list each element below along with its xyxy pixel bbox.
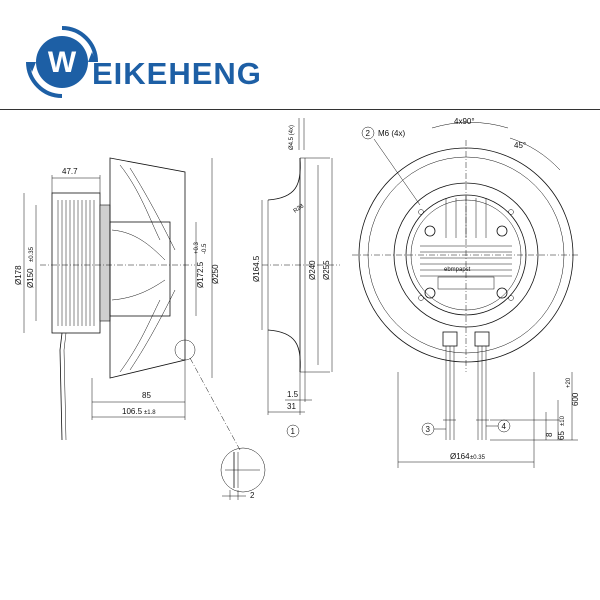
cable-gland-right xyxy=(474,331,490,347)
impeller-blades xyxy=(111,164,176,373)
dim-106-5: 106.5 xyxy=(122,407,143,416)
note-4: 4 xyxy=(502,422,507,431)
note-2-circle xyxy=(361,126,375,140)
dim-250: Ø250 xyxy=(211,264,220,284)
angle-45: 45° xyxy=(514,141,526,150)
dim-1-5: 1.5 xyxy=(287,390,299,399)
logo-letter: W xyxy=(48,46,77,79)
cable-gland-left xyxy=(442,331,458,347)
dim-164-5: Ø164.5 xyxy=(252,255,261,282)
motor-housing xyxy=(51,192,101,334)
motor-fins xyxy=(57,200,95,326)
detail-dim-2: 2 xyxy=(250,491,255,500)
dim-164: Ø164 xyxy=(450,452,470,461)
front-view: ebmpapst 4x90° 45° xyxy=(352,117,580,468)
section-view: Ø4.5 (4x) R28 Ø164.5 Ø240 Ø255 1.5 31 1 xyxy=(252,118,340,438)
dim-47-7: 47.7 xyxy=(62,167,78,176)
dim-172-5: Ø172.5 xyxy=(196,261,205,288)
dim-65: 65 xyxy=(557,431,566,440)
dim-178: Ø178 xyxy=(14,265,23,285)
brand-name: EIKEHENG xyxy=(92,56,262,91)
dim-31: 31 xyxy=(287,402,296,411)
dim-65-tol: ±10 xyxy=(560,415,566,426)
header-rule xyxy=(0,109,600,110)
weikeheng-logo-icon: W xyxy=(26,26,98,98)
note-2: 2 xyxy=(366,129,371,138)
dim-r28: R28 xyxy=(293,203,306,215)
detail-circle xyxy=(220,447,266,493)
brand-label: ebmpapst xyxy=(444,267,471,273)
dim-240: Ø240 xyxy=(308,260,317,280)
inlet-ring-top xyxy=(267,157,301,201)
dim-106-5-tol: ±1.8 xyxy=(144,410,156,416)
dim-255: Ø255 xyxy=(322,260,331,280)
dim-8: 8 xyxy=(545,432,554,437)
dim-600: 600 xyxy=(571,392,580,406)
dim-4-5: Ø4.5 (4x) xyxy=(289,125,295,150)
note-1-circle xyxy=(286,424,300,438)
note-3: 3 xyxy=(426,425,431,434)
dim-172-5-tol-minus: -0.5 xyxy=(202,243,208,254)
dim-150: Ø150 xyxy=(26,268,35,288)
dim-600-tol: +20 xyxy=(566,377,572,388)
dim-164-tol: ±0.35 xyxy=(470,455,486,461)
detail-marker xyxy=(174,339,196,361)
brand-logo: W EIKEHENG xyxy=(22,22,272,102)
side-view: 47.7 Ø178 Ø150 ±0.35 Ø172.5 +0.3 -0.5 Ø2… xyxy=(14,157,266,500)
mounting-holes xyxy=(418,209,514,301)
dim-172-5-tol-plus: +0.3 xyxy=(194,241,200,254)
note-1: 1 xyxy=(291,427,296,436)
motor-fins-front xyxy=(420,196,512,277)
wires xyxy=(443,346,489,440)
dim-150-tol: ±0.35 xyxy=(29,246,35,262)
m6-label: M6 (4x) xyxy=(378,129,405,138)
mounting-flange xyxy=(99,204,111,322)
inlet-ring-bottom xyxy=(267,329,301,373)
impeller-outline xyxy=(109,157,186,379)
cable xyxy=(59,332,63,441)
motor-rotor xyxy=(109,221,171,317)
angle-4x90: 4x90° xyxy=(454,117,475,126)
dim-85: 85 xyxy=(142,391,151,400)
